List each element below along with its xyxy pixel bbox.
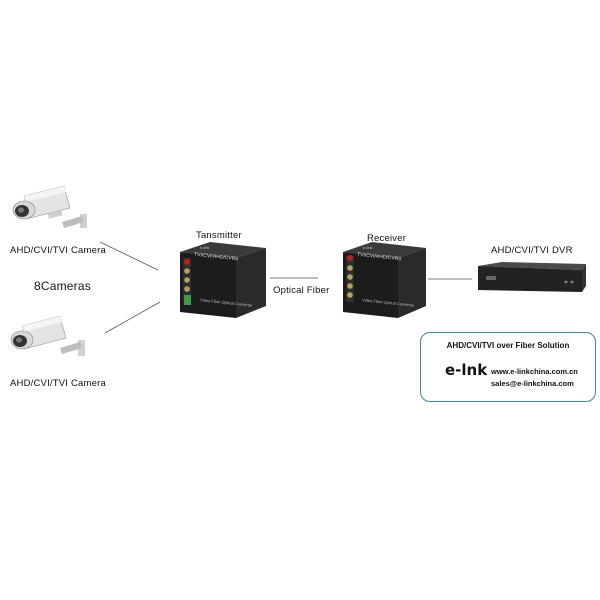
dvr-label: AHD/CVI/TVI DVR — [491, 245, 573, 256]
camera-bottom-icon — [10, 315, 85, 356]
receiver-device — [343, 242, 426, 318]
link-camera-bottom — [104, 301, 161, 334]
receiver-brand: e-link — [363, 245, 373, 250]
email-link[interactable]: sales@e-linkchina.com — [491, 379, 574, 388]
dvr-device — [478, 262, 586, 292]
camera-top-icon — [12, 185, 87, 228]
camera-top-label: AHD/CVI/TVI Camera — [10, 245, 106, 256]
optical-fiber-label: Optical Fiber — [273, 285, 330, 296]
solution-title: AHD/CVI/TVI over Fiber Solution — [446, 341, 570, 350]
transmitter-brand: e-link — [200, 245, 210, 250]
camera-bottom-label: AHD/CVI/TVI Camera — [10, 378, 106, 389]
transmitter-device — [180, 242, 266, 318]
cameras-count-label: 8Cameras — [34, 279, 91, 293]
transmitter-label: Tansmitter — [196, 230, 242, 241]
link-camera-top — [99, 241, 159, 271]
website-link[interactable]: www.e-linkchina.com.cn — [491, 367, 578, 376]
elink-logo-text: e-lnk — [445, 361, 488, 379]
receiver-label: Receiver — [367, 233, 407, 244]
solution-info-box: AHD/CVI/TVI over Fiber Solution e-lnk ww… — [420, 332, 596, 402]
